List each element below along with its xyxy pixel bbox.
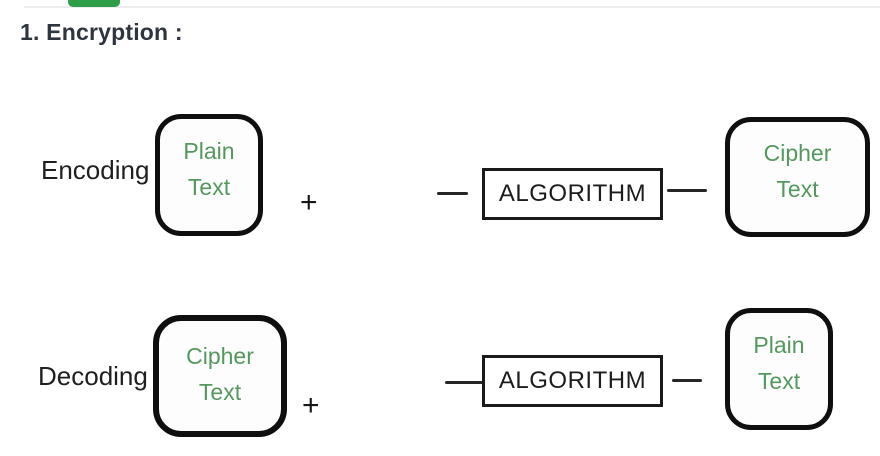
- box-text-line1: Cipher: [763, 139, 832, 166]
- connector-dash: [437, 192, 468, 195]
- connector-dash: [445, 381, 483, 384]
- algorithm-box: ALGORITHM: [482, 168, 663, 220]
- box-text-line1: Plain: [753, 331, 805, 358]
- top-divider: [24, 6, 880, 8]
- box-text-line2: Text: [757, 367, 801, 394]
- algorithm-box: ALGORITHM: [482, 355, 663, 407]
- box-text-line2: Text: [187, 173, 231, 200]
- cipher-text-input-box: Cipher Text: [153, 315, 287, 437]
- active-tab-indicator: [68, 0, 120, 7]
- plain-text-input-box: Plain Text: [155, 114, 263, 236]
- connector-dash: [672, 379, 702, 382]
- plain-text-output-box: Plain Text: [725, 308, 833, 430]
- box-text-line2: Text: [198, 378, 242, 405]
- box-text-line1: Plain: [183, 137, 235, 164]
- page-title: 1. Encryption :: [20, 19, 183, 45]
- box-text-line1: Cipher: [186, 342, 254, 369]
- encoding-label: Encoding: [41, 155, 150, 185]
- box-text-line2: Text: [776, 175, 819, 202]
- plus-operator: +: [300, 186, 318, 219]
- connector-dash: [667, 189, 707, 192]
- plus-operator: +: [302, 389, 320, 422]
- cipher-text-output-box: Cipher Text: [725, 117, 870, 237]
- decoding-label: Decoding: [38, 361, 148, 391]
